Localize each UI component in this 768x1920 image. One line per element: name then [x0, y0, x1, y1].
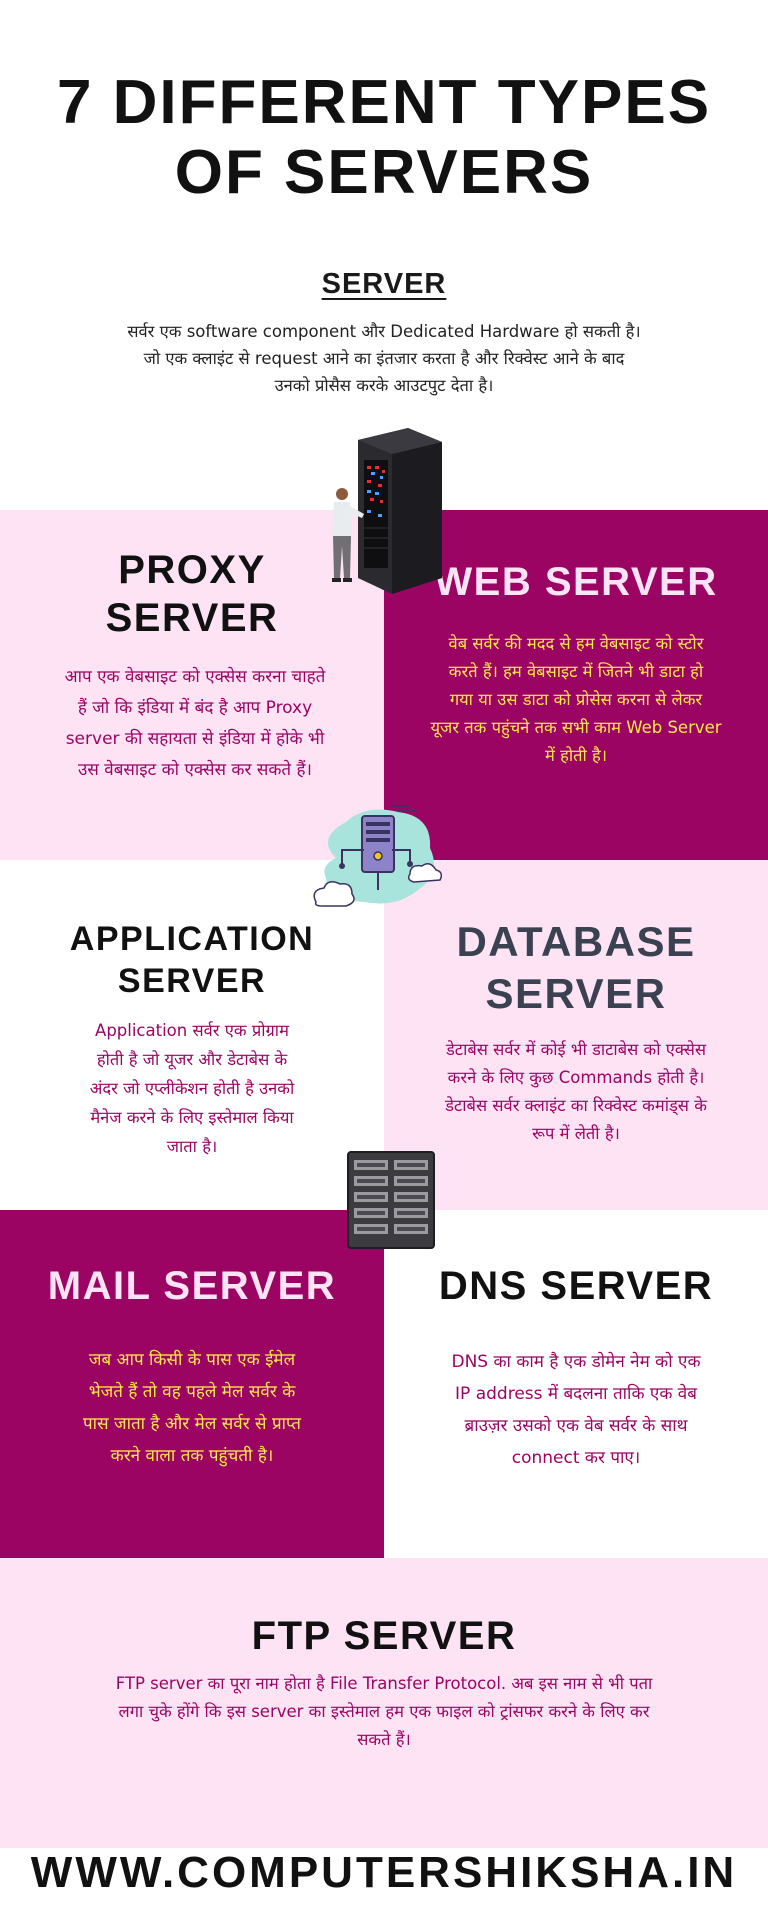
proxy-server-text: आप एक वेबसाइट को एक्सेस करना चाहते हैं ज… — [30, 662, 360, 786]
ftp-server-heading: FTP SERVER — [251, 1614, 517, 1658]
cloud-server-illustration — [313, 805, 443, 907]
dns-text-line: connect कर पाए। — [511, 1448, 641, 1468]
application-text-line: होती है जो यूजर और डेटाबेस के — [96, 1050, 288, 1069]
dns-server-text: DNS का काम है एक डोमेन नेम को एक IP addr… — [416, 1346, 736, 1474]
database-text-line: करने के लिए कुछ Commands होती है। — [447, 1068, 705, 1087]
dns-server-heading: DNS SERVER — [438, 1264, 714, 1308]
server-description: सर्वर एक software component और Dedicated… — [84, 318, 684, 399]
dns-server-panel: DNS SERVER DNS का काम है एक डोमेन नेम को… — [384, 1210, 768, 1558]
application-server-heading: APPLICATION SERVER — [0, 918, 384, 1002]
web-text-line: करते हैं। हम वेबसाइट में जितने भी डाटा ह… — [448, 662, 704, 681]
proxy-heading-line-1: PROXY — [118, 548, 266, 592]
dns-text-line: IP address में बदलना ताकि एक वेब — [455, 1384, 697, 1404]
ftp-text-line: FTP server का पूरा नाम होता है File Tran… — [115, 1674, 653, 1693]
proxy-server-panel: PROXY SERVER आप एक वेबसाइट को एक्सेस करन… — [0, 510, 384, 860]
mail-server-text: जब आप किसी के पास एक ईमेल भेजते हैं तो व… — [44, 1344, 340, 1472]
proxy-heading-line-2: SERVER — [105, 596, 279, 640]
database-heading-line-1: DATABASE — [456, 918, 696, 965]
web-text-line: गया या उस डाटा को प्रोसेस करना से लेकर — [449, 690, 703, 709]
web-server-panel: WEB SERVER वेब सर्वर की मदद से हम वेबसाइ… — [384, 510, 768, 860]
application-heading-line-1: APPLICATION — [69, 920, 315, 958]
web-text-line: यूजर तक पहुंचने तक सभी काम Web Server — [430, 718, 722, 737]
database-text-line: डेटाबेस सर्वर क्लाइंट का रिक्वेस्ट कमांड… — [445, 1096, 707, 1115]
web-text-line: वेब सर्वर की मदद से हम वेबसाइट को स्टोर — [448, 634, 704, 653]
application-text-line: मैनेज करने के लिए इस्तेमाल किया — [90, 1108, 294, 1127]
database-server-panel: DATABASE SERVER डेटाबेस सर्वर में कोई भी… — [384, 860, 768, 1210]
application-server-text: Application सर्वर एक प्रोग्राम होती है ज… — [42, 1016, 342, 1161]
database-server-text: डेटाबेस सर्वर में कोई भी डाटाबेस को एक्स… — [402, 1036, 750, 1148]
mail-server-heading: MAIL SERVER — [47, 1264, 337, 1308]
server-unit-illustration — [347, 1151, 435, 1249]
application-server-panel: APPLICATION SERVER Application सर्वर एक … — [0, 860, 384, 1210]
database-text-line: रूप में लेती है। — [532, 1124, 620, 1143]
database-server-heading: DATABASE SERVER — [384, 916, 768, 1020]
server-rack-illustration — [332, 428, 442, 594]
server-desc-line-1: सर्वर एक software component और Dedicated… — [127, 322, 641, 341]
mail-text-line: करने वाला तक पहुंचती है। — [110, 1446, 274, 1466]
database-heading-line-2: SERVER — [485, 970, 667, 1017]
dns-text-line: DNS का काम है एक डोमेन नेम को एक — [451, 1352, 701, 1372]
proxy-text-line: आप एक वेबसाइट को एक्सेस करना चाहते — [64, 667, 326, 687]
server-desc-line-2: जो एक क्लाइंट से request आने का इंतजार क… — [143, 349, 625, 368]
application-text-line: Application सर्वर एक प्रोग्राम — [95, 1021, 289, 1040]
mail-text-line: जब आप किसी के पास एक ईमेल — [88, 1350, 296, 1370]
title-line-1: 7 DIFFERENT TYPES — [56, 68, 712, 137]
mail-text-line: भेजते हैं तो वह पहले मेल सर्वर के — [88, 1382, 296, 1402]
ftp-server-text: FTP server का पूरा नाम होता है File Tran… — [54, 1670, 714, 1754]
proxy-text-line: हैं जो कि इंडिया में बंद है आप Proxy — [77, 698, 313, 718]
mail-server-panel: MAIL SERVER जब आप किसी के पास एक ईमेल भे… — [0, 1210, 384, 1558]
database-text-line: डेटाबेस सर्वर में कोई भी डाटाबेस को एक्स… — [445, 1040, 707, 1059]
proxy-text-line: server की सहायता से इंडिया में होके भी — [65, 729, 325, 749]
web-server-heading: WEB SERVER — [434, 560, 718, 604]
application-text-line: जाता है। — [166, 1137, 218, 1156]
ftp-text-line: लगा चुके होंगे कि इस server का इस्तेमाल … — [118, 1702, 650, 1721]
mail-text-line: पास जाता है और मेल सर्वर से प्राप्त — [83, 1414, 301, 1434]
web-text-line: में होती है। — [544, 746, 608, 765]
ftp-server-panel: FTP SERVER FTP server का पूरा नाम होता ह… — [0, 1558, 768, 1848]
application-heading-line-2: SERVER — [117, 962, 267, 1000]
application-text-line: अंदर जो एप्लीकेशन होती है उनको — [89, 1079, 295, 1098]
server-desc-line-3: उनको प्रोसैस करके आउटपुट देता है। — [274, 376, 494, 395]
server-heading: SERVER — [321, 268, 447, 300]
footer-url: WWW.COMPUTERSHIKSHA.IN — [30, 1848, 738, 1897]
proxy-text-line: उस वेबसाइट को एक्सेस कर सकते हैं। — [78, 760, 312, 780]
dns-text-line: ब्राउज़र उसको एक वेब सर्वर के साथ — [464, 1416, 688, 1436]
ftp-text-line: सकते हैं। — [357, 1730, 411, 1749]
title-line-2: OF SERVERS — [174, 138, 594, 207]
web-server-text: वेब सर्वर की मदद से हम वेबसाइट को स्टोर … — [406, 630, 746, 770]
page-title: 7 DIFFERENT TYPES OF SERVERS — [0, 68, 768, 208]
proxy-server-heading: PROXY SERVER — [0, 546, 384, 642]
